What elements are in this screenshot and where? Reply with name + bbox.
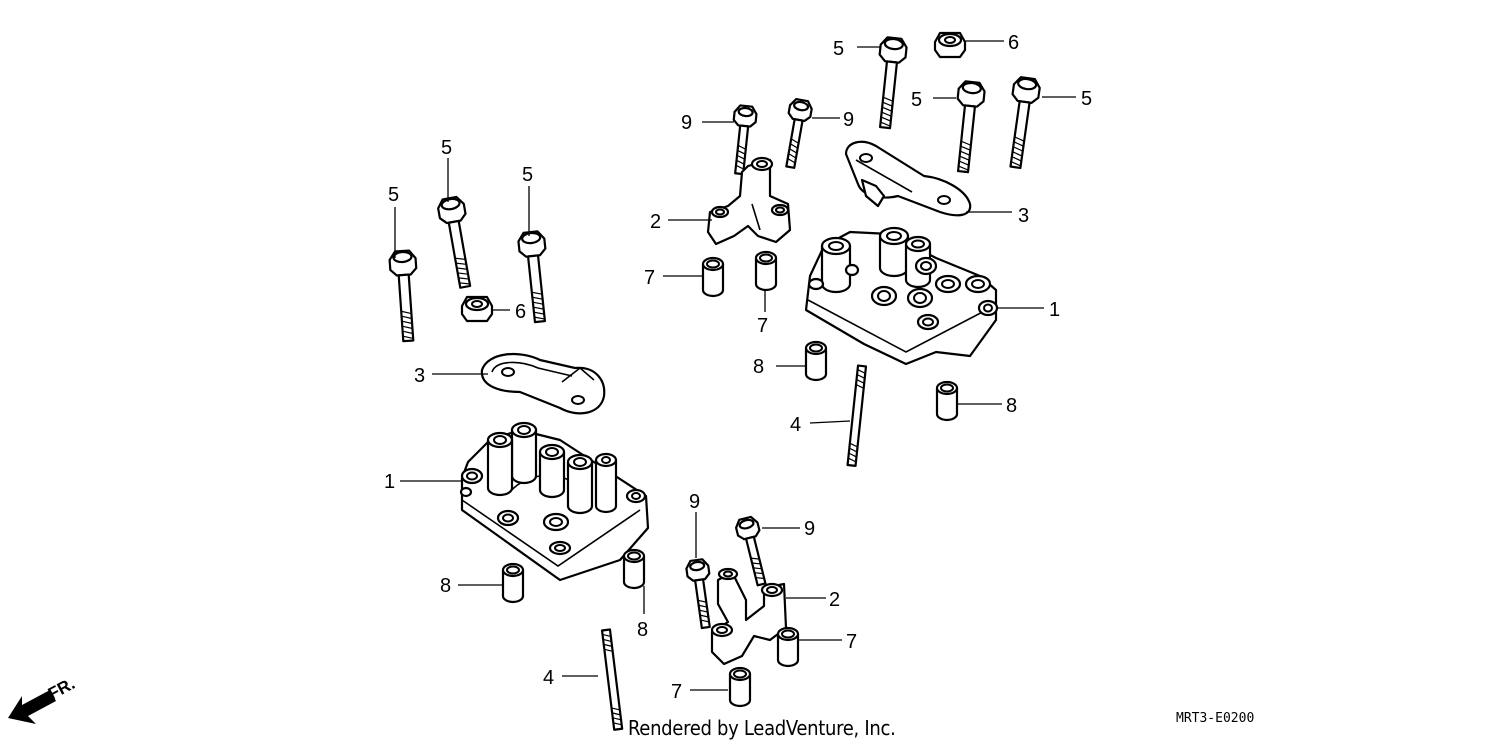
left-dowel-8a [501,562,525,604]
callout-9: 9 [689,491,700,513]
render-credit: Rendered by LeadVenture, Inc. [628,716,896,740]
callout-7: 7 [644,267,655,289]
right-bolt-5a [871,35,909,131]
upper-bolt-9b [778,97,815,171]
callout-1: 1 [1049,299,1060,321]
callout-4: 4 [543,667,554,689]
callout-9: 9 [681,112,692,134]
callout-9: 9 [804,518,815,540]
callout-5: 5 [911,89,922,111]
lower-rocker-bracket-2 [710,567,788,666]
callout-2: 2 [829,589,840,611]
right-dowel-8a [804,340,828,382]
left-stud-4 [600,628,624,731]
callout-5: 5 [441,137,452,159]
upper-dowel-7a [701,256,725,298]
left-dowel-8b [622,548,646,590]
leader-lines [394,40,1076,691]
left-oil-plate-3 [480,353,606,415]
callout-7: 7 [757,315,768,337]
right-stud-4 [846,364,868,467]
right-nut-6 [933,31,967,59]
callout-6: 6 [1008,32,1019,54]
callout-9: 9 [843,109,854,131]
callout-6: 6 [515,301,526,323]
callout-7: 7 [671,681,682,703]
callout-8: 8 [753,356,764,378]
right-oil-plate-3 [844,140,972,217]
left-bolt-5a [387,249,423,343]
diagram-code: MRT3-E0200 [1176,711,1255,726]
front-direction-arrow-icon: FR. [8,674,78,724]
lower-bolt-9a [684,557,718,631]
right-dowel-8b [935,380,959,422]
right-camshaft-holder-1 [804,226,999,366]
callout-5: 5 [522,164,533,186]
lower-bolt-9b [733,514,774,589]
callout-2: 2 [650,211,661,233]
callout-7: 7 [846,631,857,653]
left-camshaft-holder-1 [459,421,650,582]
callout-5: 5 [833,38,844,60]
callout-4: 4 [790,414,801,436]
callout-8: 8 [440,575,451,597]
lower-dowel-7a [776,626,800,668]
callouts: 5 6 5 5 9 9 2 3 7 7 1 8 8 4 5 5 5 6 3 1 … [384,32,1092,703]
right-bolt-5b [949,79,987,175]
callout-5: 5 [388,184,399,206]
callout-1: 1 [384,471,395,493]
right-bolt-5c [1001,75,1042,171]
upper-dowel-7b [754,250,778,292]
callout-3: 3 [1018,205,1029,227]
left-bolt-5b [435,194,480,291]
callout-8: 8 [1006,395,1017,417]
lower-dowel-7b [728,666,752,708]
left-nut-6 [460,295,494,323]
callout-3: 3 [414,365,425,387]
upper-rocker-bracket-2 [706,156,792,246]
callout-8: 8 [637,619,648,641]
callout-5: 5 [1081,88,1092,110]
